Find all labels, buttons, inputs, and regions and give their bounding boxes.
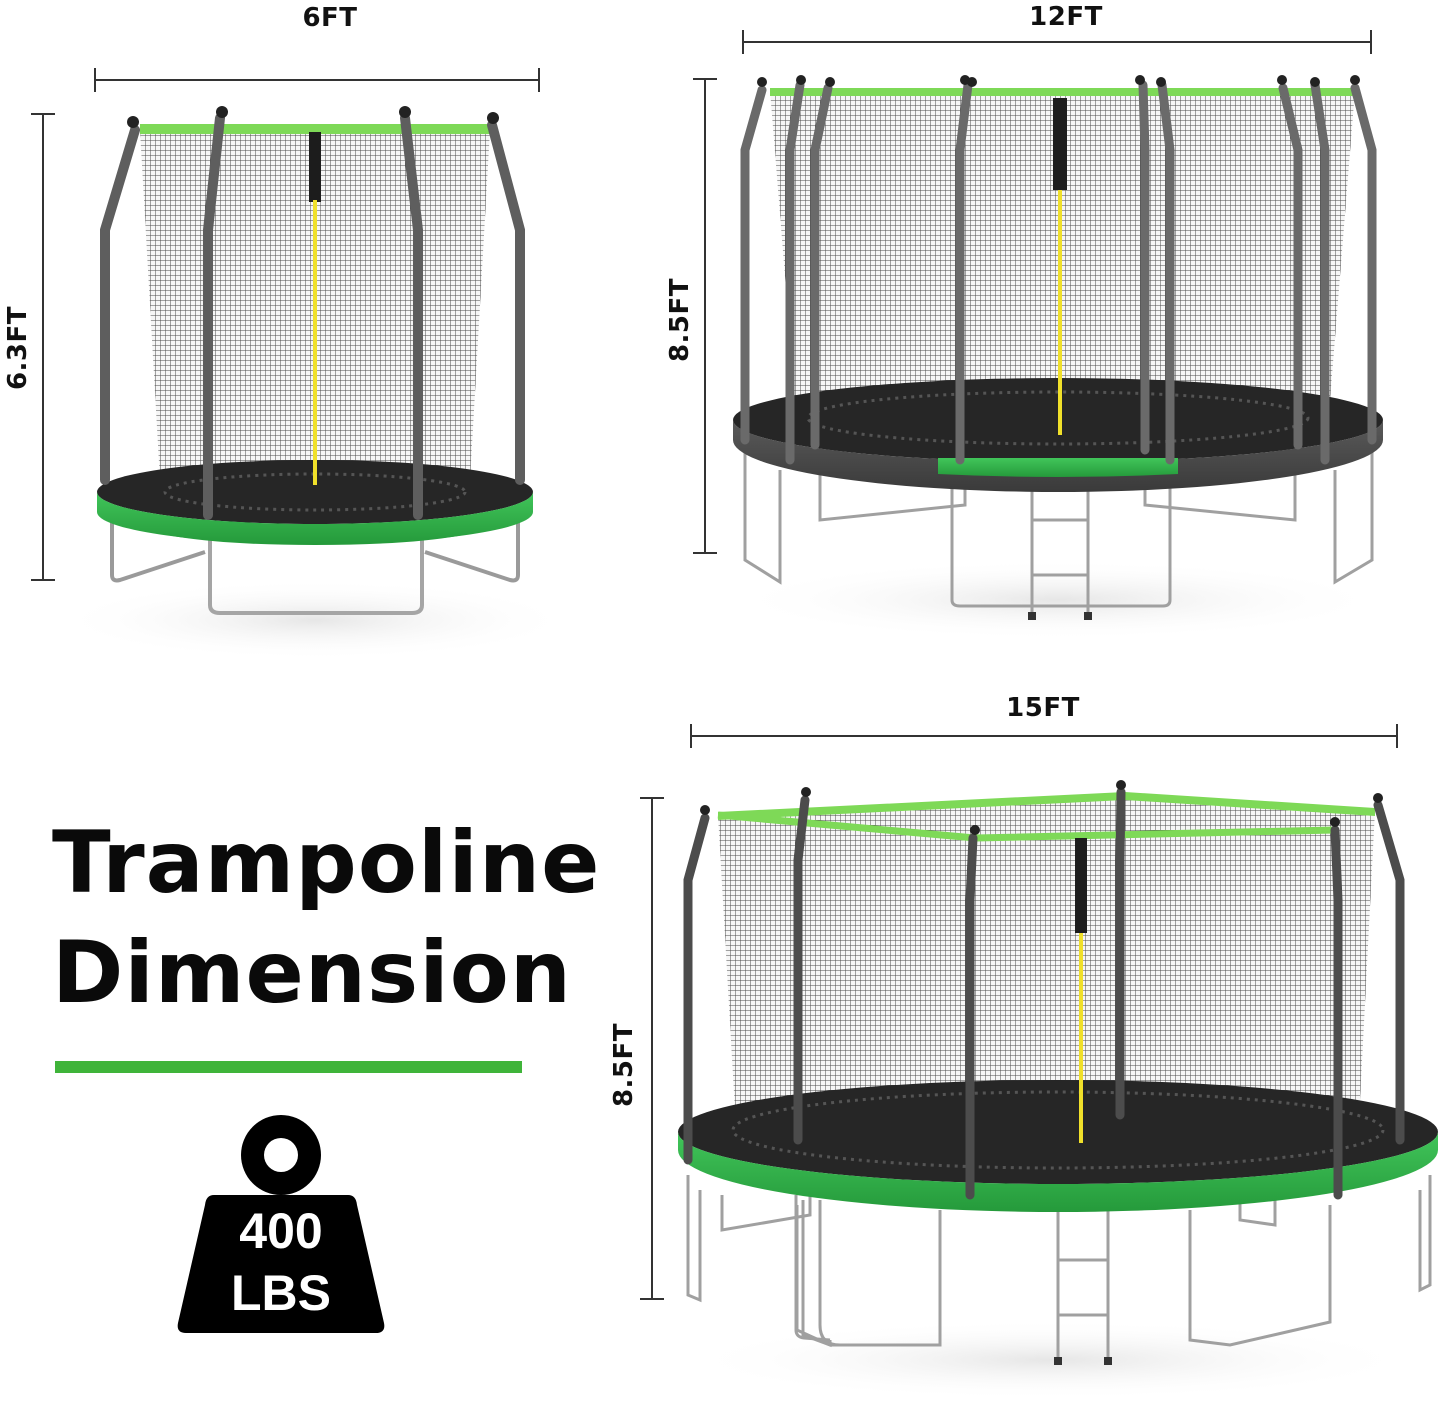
height-label-6ft: 6.3FT bbox=[3, 305, 33, 391]
weight-badge: 400 LBS bbox=[176, 1113, 386, 1335]
headline: Trampoline Dimension bbox=[52, 808, 600, 1028]
height-dimension-line bbox=[640, 797, 664, 1300]
height-label-12ft: 8.5FT bbox=[665, 277, 695, 363]
height-label-15ft: 8.5FT bbox=[609, 1022, 639, 1108]
weight-unit: LBS bbox=[231, 1265, 331, 1321]
trampoline-15ft-illustration bbox=[678, 780, 1438, 1400]
headline-line-1: Trampoline bbox=[52, 813, 601, 913]
width-dimension-line bbox=[742, 30, 1372, 54]
height-dimension-line bbox=[31, 113, 55, 581]
width-label-6ft: 6FT bbox=[302, 3, 358, 33]
trampoline-12ft-illustration bbox=[728, 75, 1388, 640]
accent-divider bbox=[55, 1061, 522, 1073]
width-label-12ft: 12FT bbox=[1029, 2, 1103, 32]
width-dimension-line bbox=[94, 68, 540, 92]
weight-icon bbox=[177, 1115, 385, 1333]
width-label-15ft: 15FT bbox=[1006, 693, 1080, 723]
headline-line-2: Dimension bbox=[52, 923, 573, 1023]
height-dimension-line bbox=[693, 78, 717, 554]
trampoline-6ft-illustration bbox=[55, 106, 575, 660]
width-dimension-line bbox=[690, 724, 1398, 748]
weight-value: 400 bbox=[239, 1203, 323, 1259]
